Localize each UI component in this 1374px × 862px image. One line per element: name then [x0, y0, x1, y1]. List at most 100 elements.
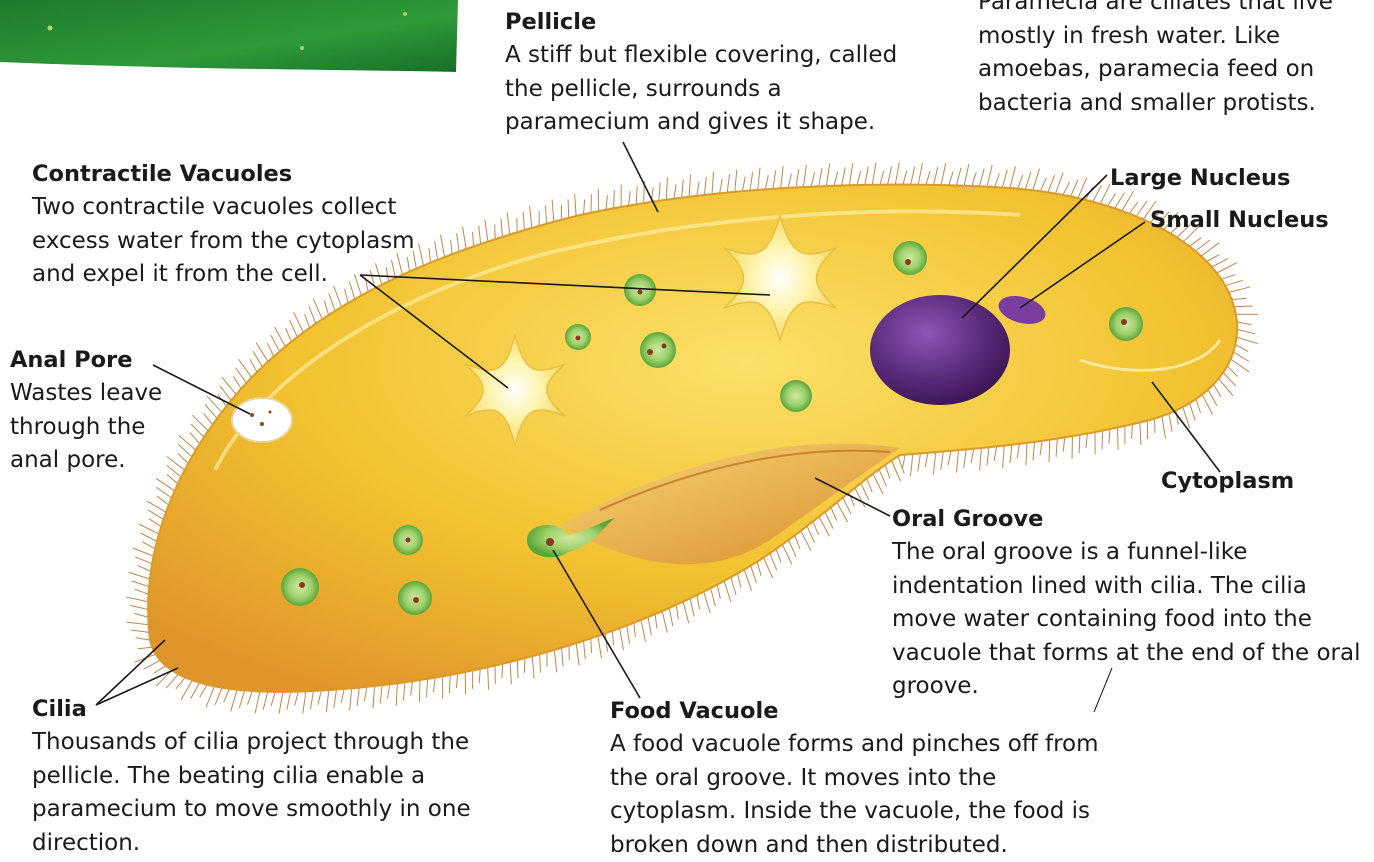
cilium [502, 664, 503, 679]
cilium [867, 479, 872, 493]
cilium [1056, 173, 1064, 194]
cilium [584, 200, 585, 215]
cilia-title: Cilia [32, 693, 502, 726]
cilium [135, 589, 149, 594]
cilium [457, 233, 460, 251]
cilium [683, 602, 689, 624]
cilium [949, 171, 953, 185]
cilium [507, 212, 510, 234]
cilium [782, 545, 792, 565]
cilium [880, 171, 884, 185]
cilium [807, 526, 815, 543]
cilium [964, 450, 966, 468]
cilium [1234, 306, 1253, 307]
cilium [1237, 329, 1255, 333]
cilium [1100, 184, 1110, 204]
cytoplasm-title: Cytoplasm [1161, 465, 1294, 498]
cilium [655, 614, 657, 629]
cilium [135, 557, 152, 564]
cilium [139, 524, 159, 534]
cilium [750, 172, 753, 190]
cilium [676, 605, 678, 619]
cilium [956, 168, 961, 186]
cilium [485, 219, 488, 241]
cilium [523, 212, 524, 230]
cilium [1049, 440, 1050, 462]
large-nucleus-shape [870, 295, 1010, 405]
cilium [636, 186, 637, 204]
cilium [789, 540, 796, 557]
cilium [1048, 175, 1055, 192]
cilium [964, 164, 969, 186]
photo-fragment [0, 0, 458, 72]
cilium [1025, 172, 1031, 189]
cilium [795, 535, 800, 549]
cilium [290, 320, 298, 337]
cilium [495, 225, 496, 240]
cilium [872, 163, 876, 185]
cilium [606, 195, 607, 210]
cilium [267, 343, 273, 356]
oral-groove-label: Oral Groove The oral groove is a funnel-… [892, 503, 1362, 704]
cilium [1086, 434, 1087, 449]
cilium [456, 673, 457, 688]
cilium [1140, 423, 1141, 445]
cilium [176, 678, 185, 689]
cilium [724, 581, 731, 602]
contractile-vacuoles-title: Contractile Vacuoles [32, 158, 452, 191]
cilium [1018, 175, 1023, 189]
intro-label: Paramecia are ciliates that live mostly … [978, 0, 1370, 120]
cilium [873, 474, 883, 494]
food-vacuole-label: Food Vacuole A food vacuole forms and pi… [610, 695, 1110, 862]
cilium [190, 433, 200, 444]
cilium [1214, 384, 1221, 397]
cilium [781, 166, 784, 188]
cilium [957, 450, 959, 472]
cilium [831, 507, 837, 520]
cilium [934, 167, 938, 185]
cilium [689, 175, 690, 197]
cilium [941, 163, 946, 185]
cilium [855, 488, 866, 508]
cilium [933, 452, 935, 474]
contractile-vacuoles-description: Two contractile vacuoles collect excess … [32, 191, 452, 292]
cilium [918, 453, 921, 471]
cilium [233, 376, 241, 388]
cilium [987, 165, 992, 187]
contractile-vacuoles-label: Contractile Vacuoles Two contractile vac… [32, 158, 452, 292]
cilium [562, 648, 563, 666]
cilium [773, 171, 776, 189]
cilium [1003, 446, 1005, 468]
cilium [479, 226, 481, 244]
cilium [711, 588, 716, 606]
cilium [148, 510, 164, 520]
cilium [575, 194, 577, 216]
cilium [788, 174, 791, 188]
large-nucleus-title: Large Nucleus [1110, 162, 1290, 195]
cilium [294, 312, 304, 332]
intro-description: Paramecia are ciliates that live mostly … [978, 0, 1370, 120]
cilium [192, 415, 208, 431]
cilium [972, 172, 977, 186]
cilium [136, 638, 150, 640]
cilium [979, 169, 984, 187]
cilium [138, 565, 151, 571]
food-vacuole-title: Food Vacuole [610, 695, 1110, 728]
cilium [764, 558, 773, 579]
cilium [666, 178, 667, 200]
cilium [149, 519, 161, 527]
cilium [1190, 238, 1202, 247]
cilium [253, 351, 263, 367]
cilium [1190, 403, 1196, 421]
cilium [843, 498, 851, 514]
cilium [568, 199, 569, 218]
cilium [813, 521, 819, 535]
cilium [1232, 298, 1247, 299]
cilium [648, 617, 651, 635]
cilium [669, 608, 673, 626]
cilium [849, 163, 852, 185]
cilium [1040, 441, 1042, 456]
cilium [250, 359, 257, 372]
cilium [157, 496, 169, 505]
